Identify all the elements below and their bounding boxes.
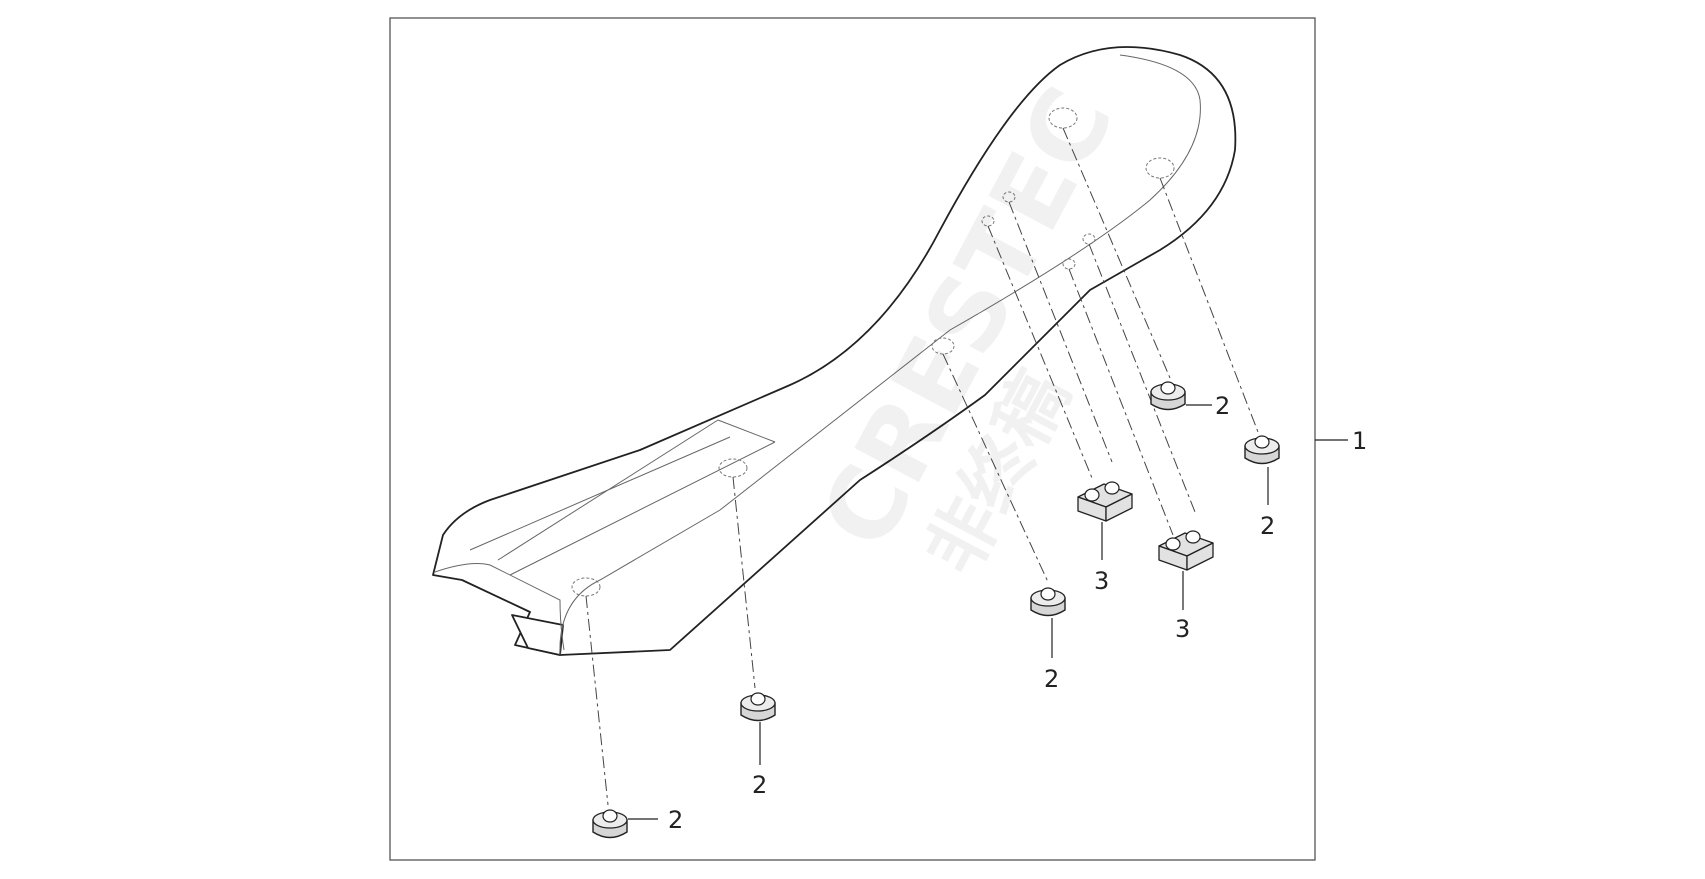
mount-hole [1062,258,1076,270]
seat-illustration [432,46,1237,656]
callout-1: 1 [1352,427,1367,455]
mount-hole [1082,233,1096,245]
mount-hole [571,577,601,597]
callout-3: 3 [1175,615,1190,643]
callout-2: 2 [668,806,683,834]
mount-hole [981,215,995,227]
callout-2: 2 [1215,392,1230,420]
fastening-line [1068,268,1174,536]
fastening-line [942,353,1049,583]
mount-hole [718,458,748,478]
seat-panel-line-4 [717,419,776,443]
callout-2: 2 [1044,665,1059,693]
bracket [1158,530,1214,571]
seat-panel-line-2 [469,436,731,551]
mount-hole [1145,157,1175,179]
mount-hole [1048,107,1078,129]
fastening-line [1008,201,1113,463]
callout-2: 2 [1260,512,1275,540]
callout-2: 2 [752,771,767,799]
diagram-frame [389,17,1316,861]
fastening-line [1088,243,1196,513]
grommet [1150,381,1186,411]
mount-hole [1002,191,1016,203]
seat-panel-line-3 [509,441,776,576]
mount-hole [931,337,955,355]
fastening-lines [585,127,1259,806]
grommet [740,692,776,722]
bracket [1077,481,1133,522]
seat-inner-edge [559,54,1201,656]
grommet [592,809,628,839]
grommet [1244,435,1280,465]
leader-lines [628,404,1348,820]
callouts: 1 2 2 2 2 2 3 3 [668,392,1367,834]
callout-3: 3 [1094,567,1109,595]
grommet [1030,587,1066,617]
seat-outline [432,46,1237,656]
seat-edge-stitch [434,563,565,651]
